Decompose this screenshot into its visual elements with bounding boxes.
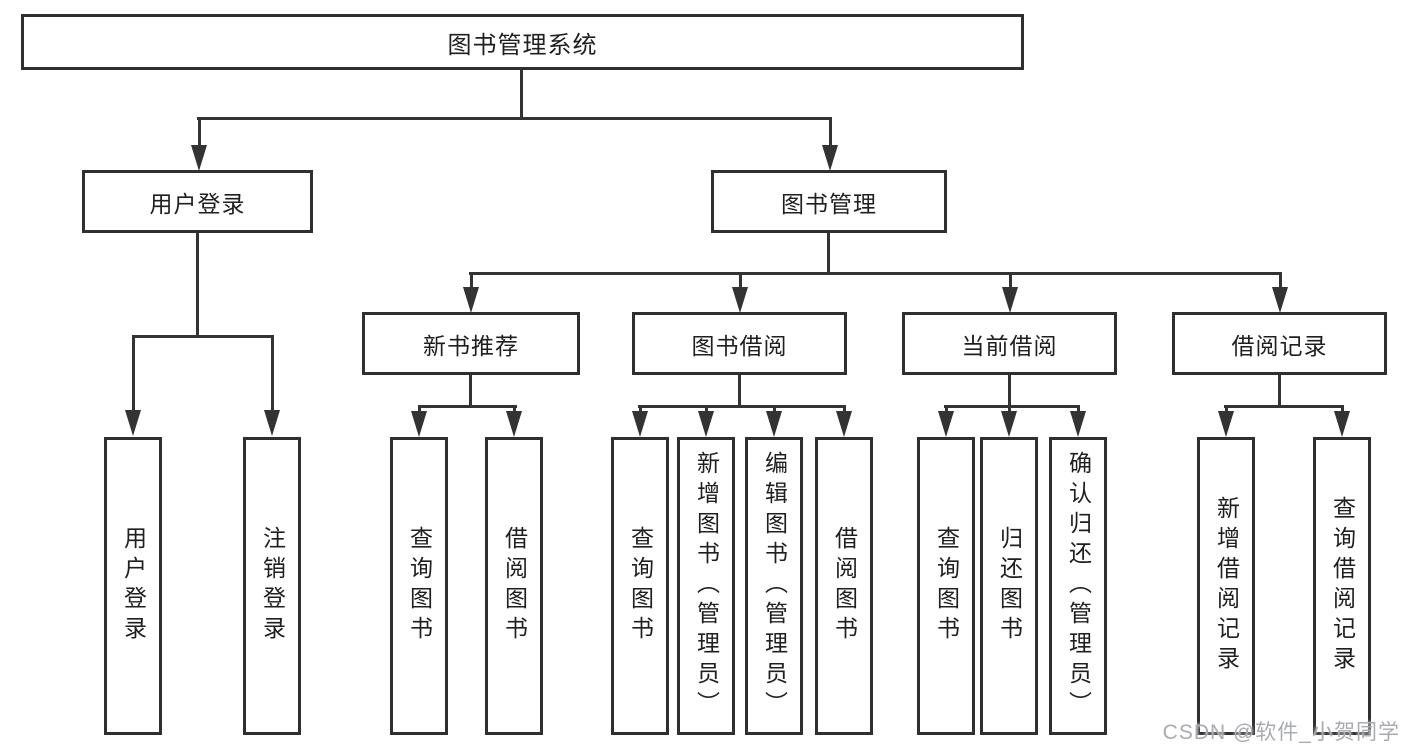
leaf-add-borrow-record: 新增借阅记录: [1197, 437, 1255, 735]
connector-arrow: [938, 411, 954, 437]
leaf-return-book-label: 归还图书: [996, 526, 1023, 646]
connector-line: [1278, 272, 1282, 289]
connector-line: [638, 405, 642, 413]
connector-line: [842, 405, 846, 413]
connector-line: [197, 117, 201, 147]
leaf-add-borrow-record-label: 新增借阅记录: [1213, 496, 1240, 676]
connector-arrow: [1001, 411, 1017, 437]
leaf-borrow-books-recommend-label: 借阅图书: [501, 526, 528, 646]
leaf-query-borrow-record: 查询借阅记录: [1313, 437, 1371, 735]
leaf-borrow-books: 借阅图书: [815, 437, 873, 735]
leaf-query-books-current: 查询图书: [917, 437, 975, 735]
connector-line: [469, 375, 472, 408]
connector-arrow: [698, 411, 714, 437]
leaf-add-book-admin: 新增图书（管理员）: [677, 437, 735, 735]
connector-arrow: [766, 411, 782, 437]
connector-line: [738, 375, 741, 408]
leaf-add-book-admin-label: 新增图书（管理员）: [693, 451, 720, 721]
connector-arrow: [822, 145, 838, 171]
connector-arrow: [463, 287, 479, 313]
connector-line: [418, 405, 517, 408]
connector-line: [944, 405, 948, 413]
leaf-confirm-return-admin-label: 确认归还（管理员）: [1065, 451, 1092, 721]
connector-line: [520, 70, 523, 119]
node-new-book-recommend: 新书推荐: [362, 312, 580, 375]
connector-line: [131, 335, 135, 412]
connector-line: [638, 405, 846, 408]
node-user-login-label: 用户登录: [149, 190, 246, 217]
node-borrow-records-label: 借阅记录: [1231, 332, 1328, 359]
leaf-query-books-current-label: 查询图书: [933, 526, 960, 646]
connector-line: [469, 272, 473, 289]
connector-line: [132, 335, 274, 338]
leaf-edit-book-admin: 编辑图书（管理员）: [745, 437, 803, 735]
node-book-borrow: 图书借阅: [632, 312, 847, 375]
node-new-book-recommend-label: 新书推荐: [423, 332, 519, 359]
connector-arrow: [506, 411, 522, 437]
leaf-query-books-borrow-label: 查询图书: [627, 526, 654, 646]
leaf-edit-book-admin-label: 编辑图书（管理员）: [761, 451, 788, 721]
node-root: 图书管理系统: [21, 14, 1024, 70]
connector-arrow: [1334, 411, 1350, 437]
leaf-borrow-books-recommend: 借阅图书: [485, 437, 543, 735]
leaf-user-login-label: 用户登录: [120, 526, 147, 646]
node-current-borrow-label: 当前借阅: [961, 332, 1058, 359]
connector-line: [772, 405, 776, 413]
connector-line: [417, 405, 421, 413]
connector-line: [738, 272, 742, 289]
node-book-management-label: 图书管理: [781, 190, 877, 217]
leaf-logout: 注销登录: [243, 437, 301, 735]
connector-line: [1224, 405, 1228, 413]
connector-line: [1278, 375, 1281, 408]
connector-arrow: [632, 411, 648, 437]
leaf-logout-label: 注销登录: [259, 526, 286, 646]
connector-line: [512, 405, 516, 413]
leaf-return-book: 归还图书: [980, 437, 1038, 735]
connector-arrow: [732, 287, 748, 313]
connector-arrow: [264, 410, 280, 436]
node-user-login: 用户登录: [82, 170, 313, 233]
connector-arrow: [836, 411, 852, 437]
connector-arrow: [1272, 287, 1288, 313]
node-book-management: 图书管理: [711, 170, 947, 233]
connector-line: [469, 272, 1282, 275]
connector-line: [1008, 375, 1011, 408]
connector-arrow: [1070, 411, 1086, 437]
connector-line: [1224, 405, 1344, 408]
connector-line: [197, 117, 832, 120]
watermark: CSDN @软件_小贺同学: [1162, 721, 1400, 744]
connector-arrow: [1218, 411, 1234, 437]
connector-line: [944, 405, 1080, 408]
connector-line: [270, 335, 274, 412]
leaf-query-borrow-record-label: 查询借阅记录: [1329, 496, 1356, 676]
node-book-borrow-label: 图书借阅: [691, 332, 788, 359]
leaf-query-books-recommend-label: 查询图书: [406, 526, 433, 646]
connector-line: [1076, 405, 1080, 413]
node-borrow-records: 借阅记录: [1172, 312, 1387, 375]
leaf-borrow-books-label: 借阅图书: [831, 526, 858, 646]
node-current-borrow: 当前借阅: [902, 312, 1117, 375]
connector-line: [1008, 272, 1012, 289]
leaf-query-books-borrow: 查询图书: [611, 437, 669, 735]
connector-line: [1340, 405, 1344, 413]
connector-arrow: [191, 145, 207, 171]
connector-line: [704, 405, 708, 413]
node-root-label: 图书管理系统: [447, 31, 598, 59]
connector-arrow: [1002, 287, 1018, 313]
leaf-user-login: 用户登录: [104, 437, 162, 735]
connector-line: [1007, 405, 1011, 413]
connector-line: [828, 117, 832, 147]
connector-arrow: [411, 411, 427, 437]
leaf-confirm-return-admin: 确认归还（管理员）: [1049, 437, 1107, 735]
leaf-query-books-recommend: 查询图书: [390, 437, 448, 735]
connector-line: [827, 233, 830, 275]
connector-arrow: [125, 410, 141, 436]
connector-line: [196, 233, 199, 338]
